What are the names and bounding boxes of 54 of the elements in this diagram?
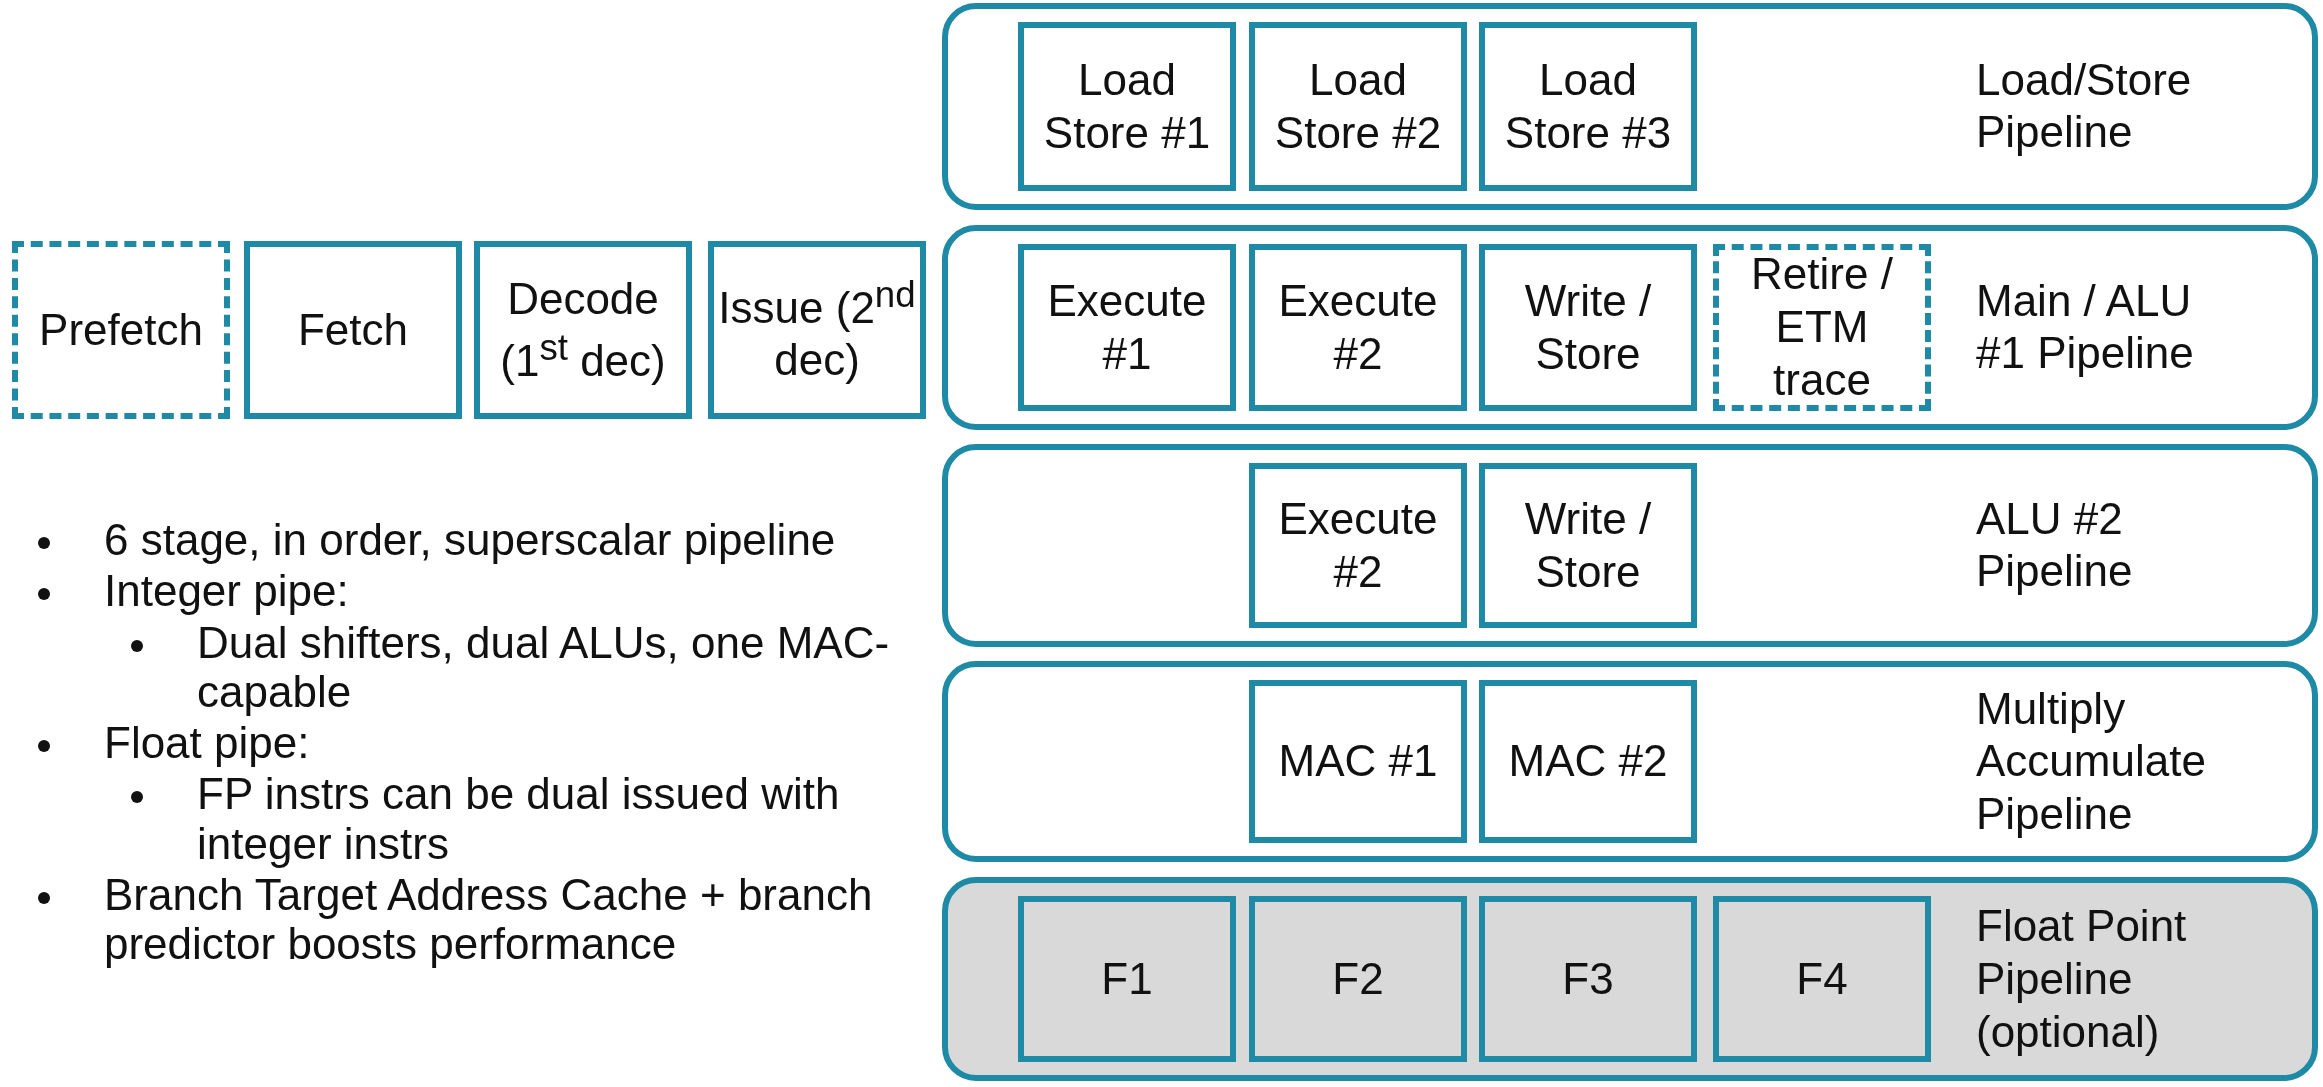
stage-box xyxy=(1249,463,1467,628)
stage-box xyxy=(474,241,692,419)
pipeline-label: ALU #2 Pipeline xyxy=(1976,492,2134,598)
pipeline-label: Load/Store Pipeline xyxy=(1976,53,2193,159)
stage-label: Load Store #3 xyxy=(1503,53,1673,159)
stage-box xyxy=(244,241,462,419)
bullet-text: 6 stage, in order, superscalar pipeline xyxy=(104,515,837,565)
pipeline-band xyxy=(942,225,2318,430)
stage-label: Fetch xyxy=(297,303,408,356)
bullet-text: Float pipe: xyxy=(104,718,311,768)
stage-label: Write / Store xyxy=(1523,492,1653,598)
stage-label: Execute #1 xyxy=(1046,274,1208,380)
stage-label: Retire / ETM trace xyxy=(1750,248,1894,406)
stage-box xyxy=(1479,22,1697,191)
bullet-text: Dual shifters, dual ALUs, one MAC-capable xyxy=(197,617,891,717)
stage-box xyxy=(1479,680,1697,843)
pipeline-label: Float Point Pipeline (optional) xyxy=(1976,899,2188,1058)
stage-label: Load Store #1 xyxy=(1042,53,1212,159)
stage-box xyxy=(1249,680,1467,843)
bullet-text: Branch Target Address Cache + branch predictor boosts performance xyxy=(104,869,874,969)
pipeline-label: Multiply Accumulate Pipeline xyxy=(1976,682,2207,840)
stage-label: F2 xyxy=(1332,952,1384,1005)
stage-label: Issue (2$^{nd}$ dec) xyxy=(718,272,916,387)
stage-label: Load Store #2 xyxy=(1273,53,1443,159)
stage-box xyxy=(1713,896,1931,1062)
pipeline-band xyxy=(942,877,2318,1081)
stage-box xyxy=(708,241,926,419)
stage-label: MAC #1 xyxy=(1278,735,1438,788)
pipeline-label: Main / ALU #1 Pipeline xyxy=(1976,274,2195,380)
pipeline-band xyxy=(942,3,2318,210)
stage-label: Decode (1$^{st}$ dec) xyxy=(499,272,667,387)
stage-box xyxy=(1249,22,1467,191)
stage-label: Execute #2 xyxy=(1277,492,1439,598)
stage-box xyxy=(1249,896,1467,1062)
bullet-text: FP instrs can be dual issued with integer instrs xyxy=(197,769,841,868)
stage-box xyxy=(1018,244,1236,411)
pipeline-band xyxy=(942,444,2318,647)
stage-box xyxy=(1018,896,1236,1062)
stage-label: F1 xyxy=(1101,952,1153,1005)
stage-label: Write / Store xyxy=(1523,274,1653,380)
stage-label: F3 xyxy=(1562,952,1614,1005)
stage-label: Execute #2 xyxy=(1277,274,1439,380)
stage-label: F4 xyxy=(1796,952,1848,1005)
stage-box xyxy=(1479,463,1697,628)
pipeline-band xyxy=(942,661,2318,862)
stage-box xyxy=(12,241,230,419)
stage-label: MAC #2 xyxy=(1508,735,1668,788)
stage-box xyxy=(1018,22,1236,191)
stage-label: Prefetch xyxy=(39,303,203,356)
stage-box xyxy=(1479,896,1697,1062)
stage-box xyxy=(1249,244,1467,411)
stage-box xyxy=(1479,244,1697,411)
bullet-text: Integer pipe: xyxy=(104,566,350,616)
stage-box xyxy=(1713,244,1931,411)
